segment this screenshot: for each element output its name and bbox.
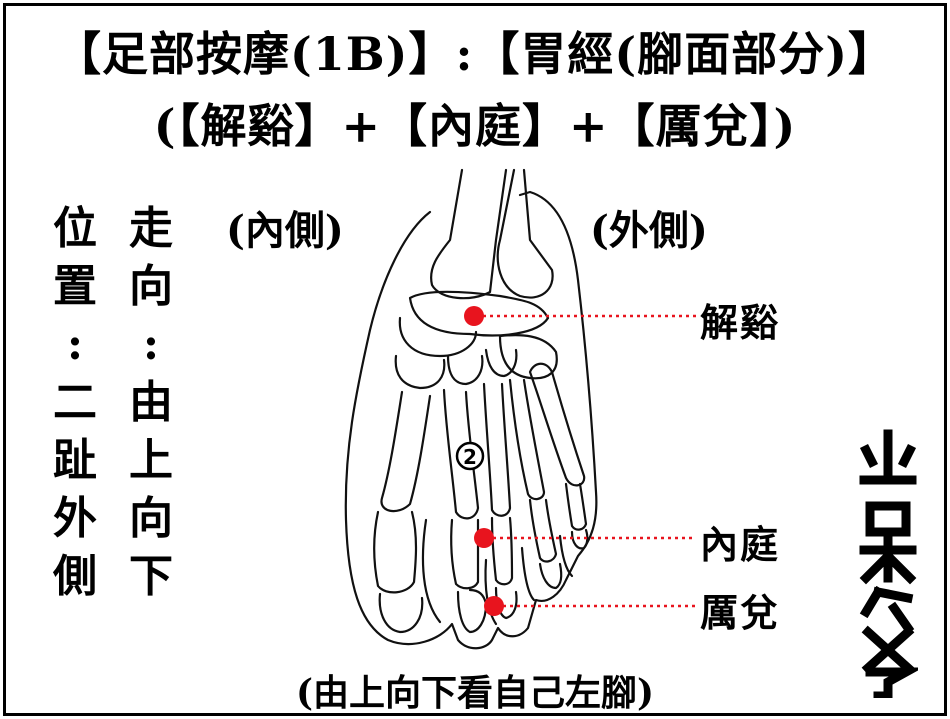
direction-column: 走 向 : 由 上 向 下	[124, 200, 178, 606]
tibia-bone	[430, 168, 508, 300]
direction-char: 向	[129, 493, 173, 544]
meridian-number-text: 2	[463, 445, 477, 469]
metatarsal-1	[380, 390, 432, 513]
position-column: 位 置 : 二 趾 外 側	[48, 200, 102, 606]
toe5-proximal	[564, 482, 588, 531]
acupoint-jiexi-marker	[464, 306, 484, 326]
cuneiform-1	[394, 354, 446, 390]
navicular-bone	[398, 316, 478, 358]
position-char: 外	[53, 493, 97, 544]
outer-side-label: (外側)	[590, 207, 708, 254]
position-char: :	[66, 319, 84, 370]
view-caption: (由上向下看自己左腳)	[295, 672, 655, 714]
direction-char: 下	[129, 551, 173, 602]
point-label-lidui: 厲兌	[700, 590, 781, 635]
cuneiform-2	[446, 354, 484, 386]
metatarsal-5	[528, 362, 586, 487]
direction-char: 由	[129, 377, 173, 428]
meridian-number-badge	[455, 441, 485, 471]
fibula-bone	[496, 168, 554, 299]
acupoint-neiting-marker	[474, 528, 494, 548]
point-label-jiexi: 解谿	[700, 300, 781, 345]
position-char: 置	[53, 261, 97, 312]
hallux-proximal	[373, 510, 418, 594]
direction-char: 走	[129, 203, 173, 254]
inner-side-label: (內側)	[226, 207, 344, 254]
page-title: 【足部按摩(1B)】:【胃經(腳面部分)】	[55, 27, 895, 81]
cuboid-bone	[498, 334, 558, 380]
toe2-distal	[456, 588, 488, 634]
cuneiform-3	[484, 348, 518, 378]
toe4-distal	[538, 562, 563, 590]
toe-gap-4	[558, 534, 574, 578]
foot-outline	[344, 190, 598, 650]
frame-border	[3, 3, 947, 716]
toe-gap-3	[520, 546, 536, 602]
toe-gap-1	[421, 518, 442, 624]
direction-char: 向	[129, 261, 173, 312]
position-char: 側	[53, 551, 97, 602]
page-subtitle: (【解谿】+【內庭】+【厲兌】)	[153, 99, 797, 153]
hallux-distal	[378, 592, 424, 634]
position-char: 位	[53, 203, 97, 254]
toe2-proximal	[450, 518, 480, 590]
direction-char: 上	[129, 435, 173, 486]
acupoint-lidui-marker	[484, 596, 504, 616]
brand-logo-icon	[859, 429, 918, 698]
metatarsal-4	[508, 378, 546, 501]
position-char: 二	[53, 377, 97, 428]
position-char: 趾	[53, 435, 97, 486]
talus-bone	[408, 290, 550, 337]
toe5-distal	[570, 528, 589, 550]
direction-char: :	[142, 319, 160, 370]
toe4-proximal	[528, 498, 558, 563]
metatarsal-3	[482, 382, 512, 517]
toe3-proximal	[490, 516, 514, 586]
point-label-neiting: 內庭	[700, 522, 781, 567]
